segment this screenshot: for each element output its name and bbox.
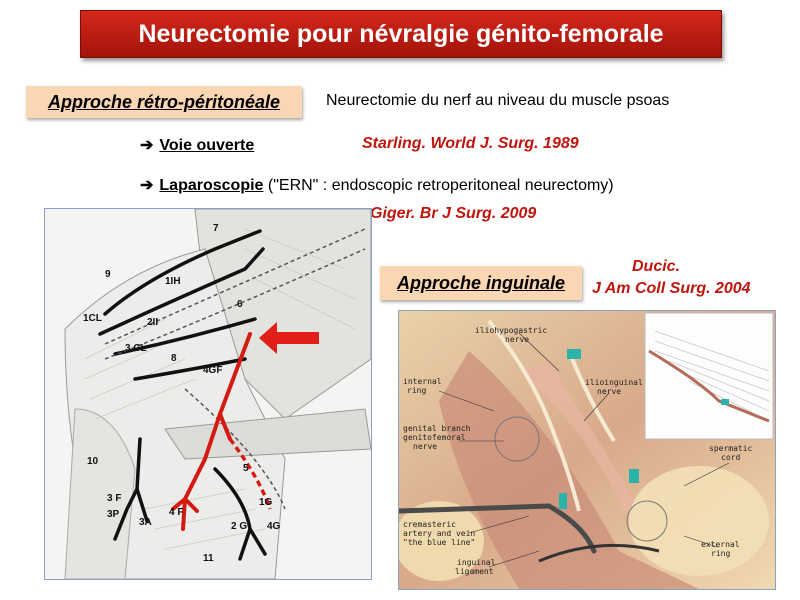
inguinal-surgery-photo: iliohypogastric nerve internal ring ilio…: [398, 310, 776, 590]
diagram-label: 7: [213, 223, 219, 234]
diagram-label: 3 CL: [125, 343, 147, 354]
diagram-label: 2 G: [231, 521, 247, 532]
photo-label: cord: [721, 453, 740, 462]
photo-label: inguinal: [457, 558, 496, 567]
reference-ducic-author: Ducic.: [632, 258, 681, 275]
diagram-label: 3 F: [107, 493, 121, 504]
photo-label: ring: [407, 386, 426, 395]
photo-label: spermatic: [709, 444, 753, 453]
right-arrow-icon: ➔: [140, 177, 154, 194]
photo-label: cremasteric: [403, 520, 456, 529]
photo-label: ligament: [455, 567, 494, 576]
open-approach-label: Voie ouverte: [159, 137, 255, 154]
diagram-label: 1G: [259, 497, 273, 508]
laparoscopy-label: Laparoscopie: [159, 177, 264, 194]
photo-label: ring: [711, 549, 730, 558]
right-arrow-icon: ➔: [140, 137, 154, 154]
retroperitoneal-approach-tag: Approche rétro-péritonéale: [26, 86, 302, 118]
diagram-label: 10: [87, 456, 99, 467]
photo-label: internal: [403, 377, 442, 386]
diagram-label: 3A: [139, 517, 152, 528]
diagram-label: 2II: [147, 317, 158, 328]
photo-label: iliohypogastric: [475, 326, 547, 335]
photo-label: nerve: [413, 442, 437, 451]
photo-label: "the blue line": [403, 538, 475, 547]
diagram-label: 9: [105, 269, 111, 280]
reference-giger: Giger. Br J Surg. 2009: [370, 205, 537, 222]
inguinal-approach-tag: Approche inguinale: [380, 266, 582, 300]
nerve-anatomy-diagram: 7 9 1IH 1CL 2II 3 CL 6 8 4GF 10 5 3 F 3P…: [44, 208, 372, 580]
laparoscopy-detail: ("ERN" : endoscopic retroperitoneal neur…: [263, 177, 614, 194]
diagram-label: 11: [203, 553, 214, 564]
diagram-label: 4GF: [203, 365, 222, 376]
photo-label: external: [701, 540, 740, 549]
surgery-photo-drawing: iliohypogastric nerve internal ring ilio…: [399, 311, 775, 589]
photo-label: genitofemoral: [403, 433, 466, 442]
photo-label: ilioinguinal: [585, 378, 643, 387]
diagram-label: 1IH: [165, 276, 181, 287]
diagram-label: 5: [243, 463, 249, 474]
photo-label: genital branch: [403, 424, 471, 433]
photo-label: nerve: [505, 335, 529, 344]
diagram-label: 6: [237, 299, 243, 310]
diagram-label: 4 F: [169, 507, 183, 518]
diagram-label: 4G: [267, 521, 281, 532]
diagram-label: 3P: [107, 509, 120, 520]
photo-label: artery and vein: [403, 529, 475, 538]
diagram-label: 1CL: [83, 313, 102, 324]
bullet-open-approach: ➔ Voie ouverte: [140, 135, 254, 155]
photo-label: nerve: [597, 387, 621, 396]
nerve-anatomy-drawing: 7 9 1IH 1CL 2II 3 CL 6 8 4GF 10 5 3 F 3P…: [45, 209, 371, 579]
retroperitoneal-description: Neurectomie du nerf au niveau du muscle …: [326, 92, 670, 109]
slide-title: Neurectomie pour névralgie génito-femora…: [80, 10, 722, 58]
reference-ducic-journal: J Am Coll Surg. 2004: [592, 280, 751, 297]
reference-starling: Starling. World J. Surg. 1989: [362, 135, 579, 152]
diagram-label: 8: [171, 353, 177, 364]
bullet-laparoscopy: ➔ Laparoscopie ("ERN" : endoscopic retrop…: [140, 175, 614, 195]
